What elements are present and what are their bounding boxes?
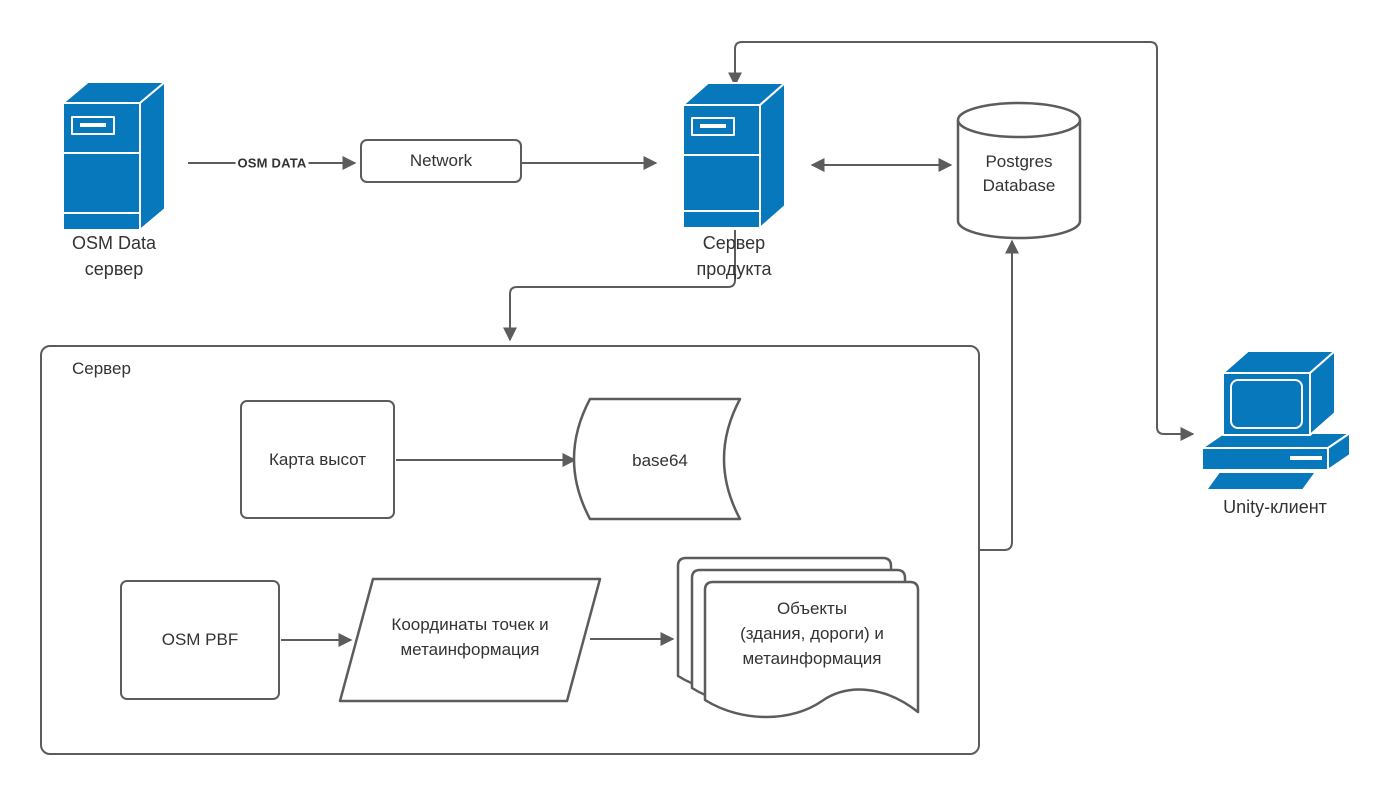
osm-pbf-node: OSM PBF: [120, 580, 280, 700]
osm-data-server-label: OSM Data сервер: [71, 233, 157, 279]
height-map-node-label: Карта высот: [268, 449, 367, 469]
base64-label: base64: [632, 451, 688, 470]
database-cylinder-icon: [956, 101, 1082, 240]
postgres-database-label: Postgres Database: [982, 152, 1056, 195]
computer-icon: [1201, 350, 1351, 491]
edge-container-to-postgres: [980, 239, 1019, 551]
server-icon: [62, 81, 166, 231]
unity-client-label: Unity-клиент: [1223, 497, 1327, 517]
coordinates-label: Координаты точек и метаинформация: [391, 615, 549, 659]
objects-label: Объекты (здания, дороги) и метаинформаци…: [740, 599, 884, 668]
server-container-label: Сервер: [72, 359, 131, 378]
product-server-label: Сервер продукта: [696, 233, 772, 279]
server-icon: [682, 82, 786, 229]
osm-data-edge-label: OSM DATA: [235, 155, 309, 171]
network-node: Network: [360, 139, 522, 183]
osm-pbf-node-label: OSM PBF: [161, 630, 239, 649]
edge-product-server-unity-bidirectional: [728, 41, 1195, 441]
network-node-label: Network: [409, 151, 473, 170]
multi-document-shape-objects: [676, 556, 920, 719]
stored-data-shape-base64: [572, 397, 742, 521]
height-map-node: Карта высот: [240, 400, 395, 519]
parallelogram-shape-coordinates: [338, 577, 602, 703]
